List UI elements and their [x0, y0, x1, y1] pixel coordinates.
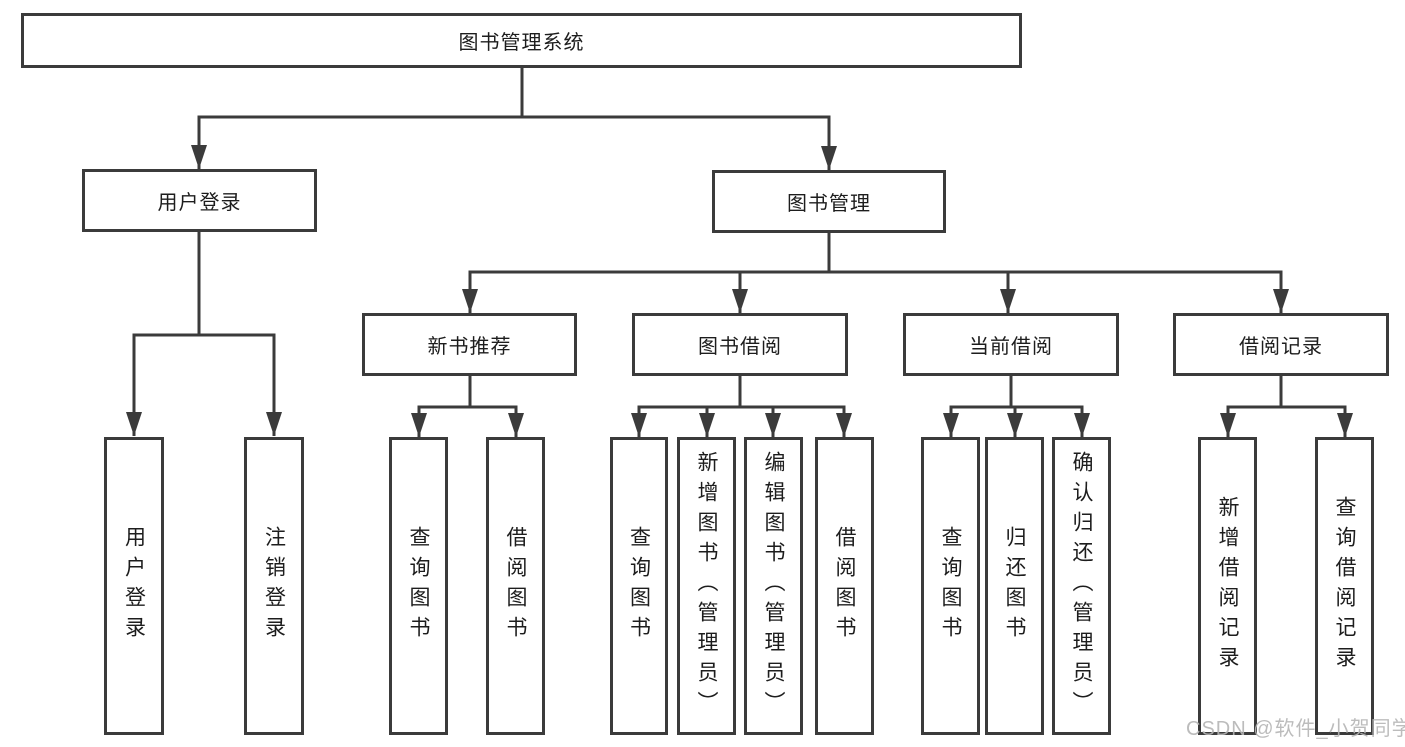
leaf-label: 新增图书（管理员） — [695, 451, 718, 721]
node-book-management: 图书管理 — [712, 170, 946, 233]
leaf-user-login: 用户登录 — [104, 437, 164, 735]
leaf-label: 注销登录 — [262, 526, 286, 646]
leaf-add-borrow-record: 新增借阅记录 — [1198, 437, 1257, 735]
leaf-logout: 注销登录 — [244, 437, 304, 735]
leaf-label: 归还图书 — [1003, 526, 1026, 646]
leaf-return-books: 归还图书 — [985, 437, 1044, 735]
leaf-query-books-recommend: 查询图书 — [389, 437, 448, 735]
leaf-label: 新增借阅记录 — [1216, 496, 1239, 676]
arrowheads — [126, 145, 1353, 437]
leaf-query-books-current: 查询图书 — [921, 437, 980, 735]
node-book-borrowing: 图书借阅 — [632, 313, 848, 376]
leaf-label: 查询图书 — [939, 526, 962, 646]
leaf-edit-book-admin: 编辑图书（管理员） — [744, 437, 803, 735]
leaf-label: 编辑图书（管理员） — [762, 451, 785, 721]
leaf-confirm-return-admin: 确认归还（管理员） — [1052, 437, 1111, 735]
leaf-label: 借阅图书 — [833, 526, 856, 646]
node-new-book-recommendation: 新书推荐 — [362, 313, 577, 376]
node-user-login: 用户登录 — [82, 169, 317, 232]
leaf-label: 用户登录 — [122, 526, 146, 646]
leaf-borrow-books-borrowing: 借阅图书 — [815, 437, 874, 735]
leaf-label: 查询图书 — [627, 526, 651, 646]
node-current-borrowing: 当前借阅 — [903, 313, 1119, 376]
leaf-label: 确认归还（管理员） — [1070, 451, 1093, 721]
leaf-query-books-borrowing: 查询图书 — [610, 437, 668, 735]
leaf-label: 借阅图书 — [504, 526, 527, 646]
leaf-query-borrow-record: 查询借阅记录 — [1315, 437, 1374, 735]
leaf-label: 查询图书 — [407, 526, 430, 646]
leaf-label: 查询借阅记录 — [1333, 496, 1356, 676]
node-borrowing-records: 借阅记录 — [1173, 313, 1389, 376]
leaf-borrow-books-recommend: 借阅图书 — [486, 437, 545, 735]
csdn-watermark: CSDN @软件_小贺同学 — [1186, 718, 1405, 740]
leaf-add-book-admin: 新增图书（管理员） — [677, 437, 736, 735]
node-root-book-management-system: 图书管理系统 — [21, 13, 1022, 68]
